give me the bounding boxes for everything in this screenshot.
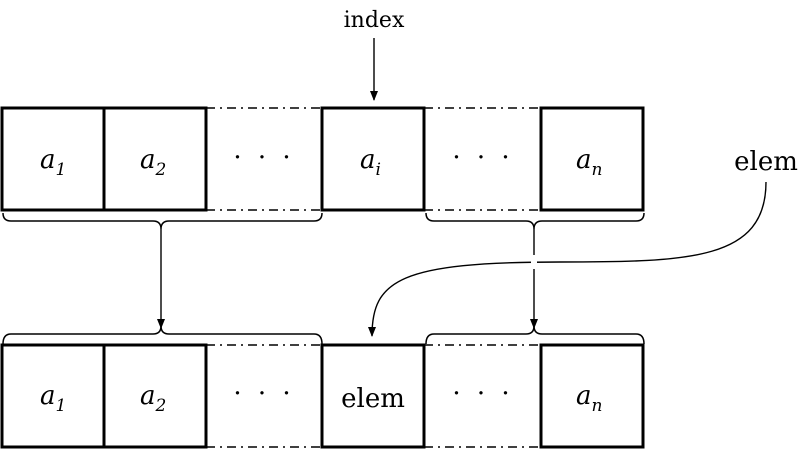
bottom-dots-2: · · ·: [452, 379, 513, 409]
bottom-label-a2: a2: [140, 381, 166, 416]
top-dots-1: · · ·: [233, 143, 294, 173]
elem-insert-arrow: [368, 181, 767, 337]
top-label-an: an: [576, 145, 602, 180]
top-label-ai: ai: [360, 145, 381, 180]
top-array: a1 a2 · · · ai · · · an: [0, 106, 645, 212]
bottom-dots-1: · · ·: [233, 379, 294, 409]
top-right-brace: [425, 212, 645, 230]
elem-label: elem: [734, 147, 798, 177]
bottom-label-an: an: [576, 381, 602, 416]
bottom-cell-a2: [102, 343, 208, 449]
bottom-label-elem: elem: [341, 384, 405, 414]
bottom-array: a1 a2 · · · elem · · · an: [0, 343, 645, 449]
bottom-cell-an: [539, 343, 645, 449]
top-dots-2: · · ·: [452, 143, 513, 173]
bottom-label-a1: a1: [40, 381, 66, 416]
bottom-right-brace: [425, 325, 645, 345]
bottom-cell-a1: [0, 343, 106, 449]
top-cell-an: [539, 106, 645, 212]
top-label-a1: a1: [40, 145, 66, 180]
top-left-brace: [2, 212, 323, 230]
top-cell-ai: [320, 106, 426, 212]
top-cell-a2: [102, 106, 208, 212]
top-label-a2: a2: [140, 145, 166, 180]
index-label: index: [344, 8, 405, 33]
bottom-cell-elem: [320, 343, 426, 449]
crossing-gap: [531, 255, 537, 269]
bottom-left-brace: [2, 325, 323, 345]
